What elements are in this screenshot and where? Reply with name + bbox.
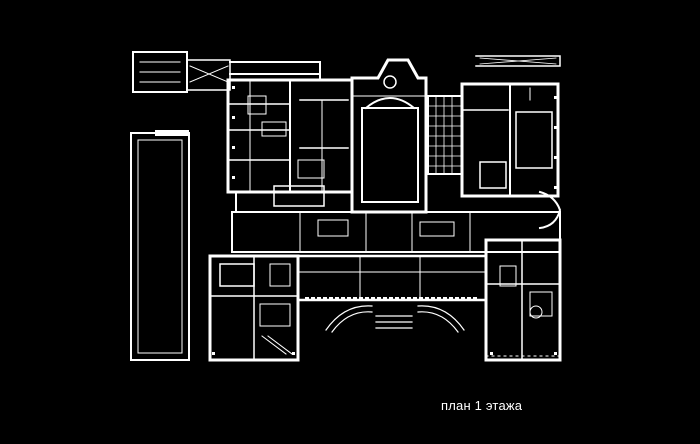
front-steps [325, 305, 465, 333]
lower-central-block [296, 254, 488, 302]
top-left-annex [132, 51, 231, 93]
grid-room [427, 95, 463, 175]
left-wing [226, 78, 354, 211]
left-long-block [130, 130, 190, 361]
lower-left-block [208, 254, 300, 362]
facade-columns [212, 86, 557, 355]
lower-right-block [484, 238, 562, 362]
top-corridor [229, 61, 321, 81]
right-wing [460, 55, 562, 230]
middle-corridor [231, 211, 561, 253]
plan-caption: план 1 этажа [441, 398, 523, 413]
central-hall [350, 58, 428, 214]
